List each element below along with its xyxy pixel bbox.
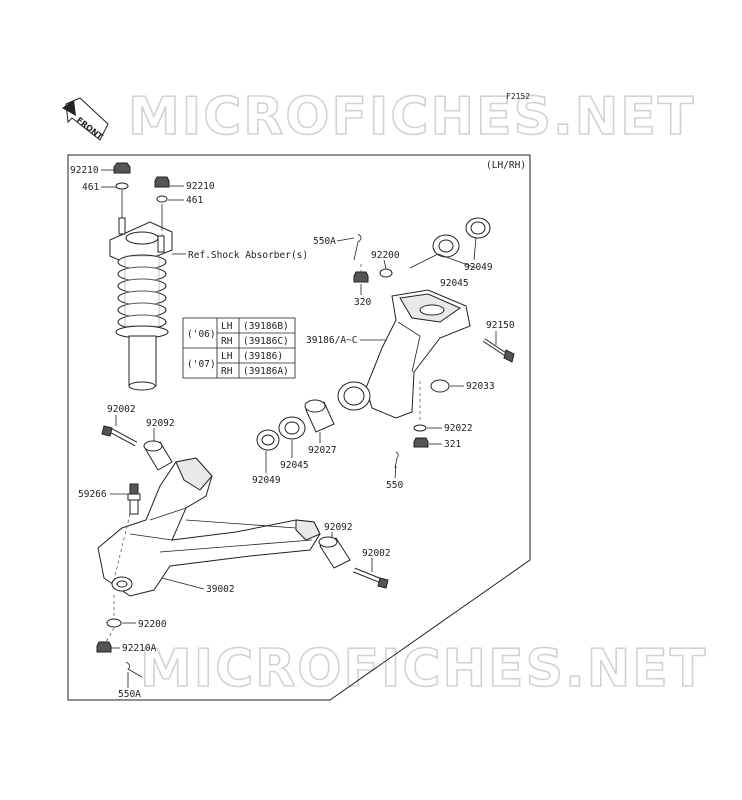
label-39186: 39186/A~C bbox=[306, 335, 357, 346]
nut-321-icon bbox=[413, 437, 429, 448]
variant-part-2: (39186C) bbox=[243, 336, 289, 347]
shock-absorber bbox=[109, 162, 173, 391]
circlip-92033-icon bbox=[430, 379, 450, 393]
label-92045-bottom: 92045 bbox=[280, 460, 309, 471]
label-92210A: 92210A bbox=[122, 643, 157, 654]
variant-side-4: RH bbox=[221, 366, 233, 377]
label-320: 320 bbox=[354, 297, 371, 308]
label-92033: 92033 bbox=[466, 381, 495, 392]
bolt-92150-icon bbox=[482, 338, 515, 363]
nut-92210-right-icon bbox=[154, 176, 170, 188]
a-arm-assembly bbox=[96, 425, 389, 678]
spacer-92027-icon bbox=[304, 399, 335, 433]
a-arm-39002 bbox=[97, 457, 321, 597]
label-550A-top: 550A bbox=[313, 236, 336, 247]
variant-side-2: RH bbox=[221, 336, 233, 347]
variant-table: ('06) LH (39186B) RH (39186C) ('07) LH (… bbox=[182, 317, 296, 379]
variant-year-1: ('06) bbox=[187, 329, 216, 340]
label-92210-top-left: 92210 bbox=[70, 165, 99, 176]
variant-part-4: (39186A) bbox=[243, 366, 289, 377]
washer-461-right-icon bbox=[156, 195, 168, 203]
variant-side-3: LH bbox=[221, 351, 233, 362]
variant-year-3: ('07) bbox=[187, 359, 216, 370]
bushing-92092-left-icon bbox=[143, 440, 173, 471]
label-321: 321 bbox=[444, 439, 461, 450]
nut-320-icon bbox=[353, 271, 369, 283]
washer-92200-top-icon bbox=[379, 268, 393, 278]
cotter-pin-550-icon bbox=[394, 451, 399, 469]
label-92092-right: 92092 bbox=[324, 522, 353, 533]
label-59266: 59266 bbox=[78, 489, 107, 500]
variant-side-1: LH bbox=[221, 321, 233, 332]
cotter-pin-550A-bottom-icon bbox=[125, 661, 143, 678]
bushing-92092-right-icon bbox=[318, 536, 351, 569]
cotter-pin-550A-top-icon bbox=[353, 233, 362, 261]
label-550A-bottom: 550A bbox=[118, 689, 141, 700]
callouts-shock: 92210 461 92210 461 Ref.Shock Absorber(s… bbox=[70, 165, 308, 261]
washer-92200-bottom-icon bbox=[106, 618, 122, 628]
label-92022: 92022 bbox=[444, 423, 473, 434]
variant-part-3: (39186) bbox=[243, 351, 283, 362]
variant-part-1: (39186B) bbox=[243, 321, 289, 332]
label-461-right: 461 bbox=[186, 195, 203, 206]
knuckle-assembly bbox=[256, 217, 515, 469]
nut-92210-left-icon bbox=[113, 162, 131, 174]
label-92002-right: 92002 bbox=[362, 548, 391, 559]
label-461-left: 461 bbox=[82, 182, 99, 193]
label-92200-bottom: 92200 bbox=[138, 619, 167, 630]
front-arrow-icon: FRONT bbox=[62, 97, 109, 142]
label-550: 550 bbox=[386, 480, 403, 491]
ref-shock-absorber: Ref.Shock Absorber(s) bbox=[188, 250, 308, 261]
callouts-a-arm: 92002 92092 59266 92092 92002 39002 9220… bbox=[78, 404, 391, 700]
label-92049-top: 92049 bbox=[464, 262, 493, 273]
knuckle-39186 bbox=[365, 289, 471, 419]
watermark-bottom: MICROFICHES.NET bbox=[140, 639, 707, 699]
bolt-92002-right-icon bbox=[353, 567, 389, 589]
washer-461-left-icon bbox=[115, 182, 129, 190]
label-92210-right: 92210 bbox=[186, 181, 215, 192]
label-92200-top: 92200 bbox=[371, 250, 400, 261]
label-92002-left: 92002 bbox=[107, 404, 136, 415]
watermark-top: MICROFICHES.NET bbox=[128, 87, 695, 147]
side-note: (LH/RH) bbox=[486, 160, 526, 171]
nut-92210A-icon bbox=[96, 641, 112, 653]
label-92150: 92150 bbox=[486, 320, 515, 331]
diagram-border bbox=[67, 154, 531, 701]
bolt-92002-left-icon bbox=[101, 425, 138, 447]
callouts-knuckle: 550A 92200 320 92049 92045 92150 39186/A… bbox=[252, 236, 515, 491]
label-92027: 92027 bbox=[308, 445, 337, 456]
label-39002: 39002 bbox=[206, 584, 235, 595]
washer-92022-icon bbox=[413, 424, 427, 432]
ball-joint-59266-icon bbox=[127, 483, 141, 515]
guide-lines bbox=[105, 200, 421, 643]
label-92049-bottom: 92049 bbox=[252, 475, 281, 486]
label-92092-left: 92092 bbox=[146, 418, 175, 429]
figure-code: F2152 bbox=[506, 92, 530, 101]
label-92045-top: 92045 bbox=[440, 278, 469, 289]
